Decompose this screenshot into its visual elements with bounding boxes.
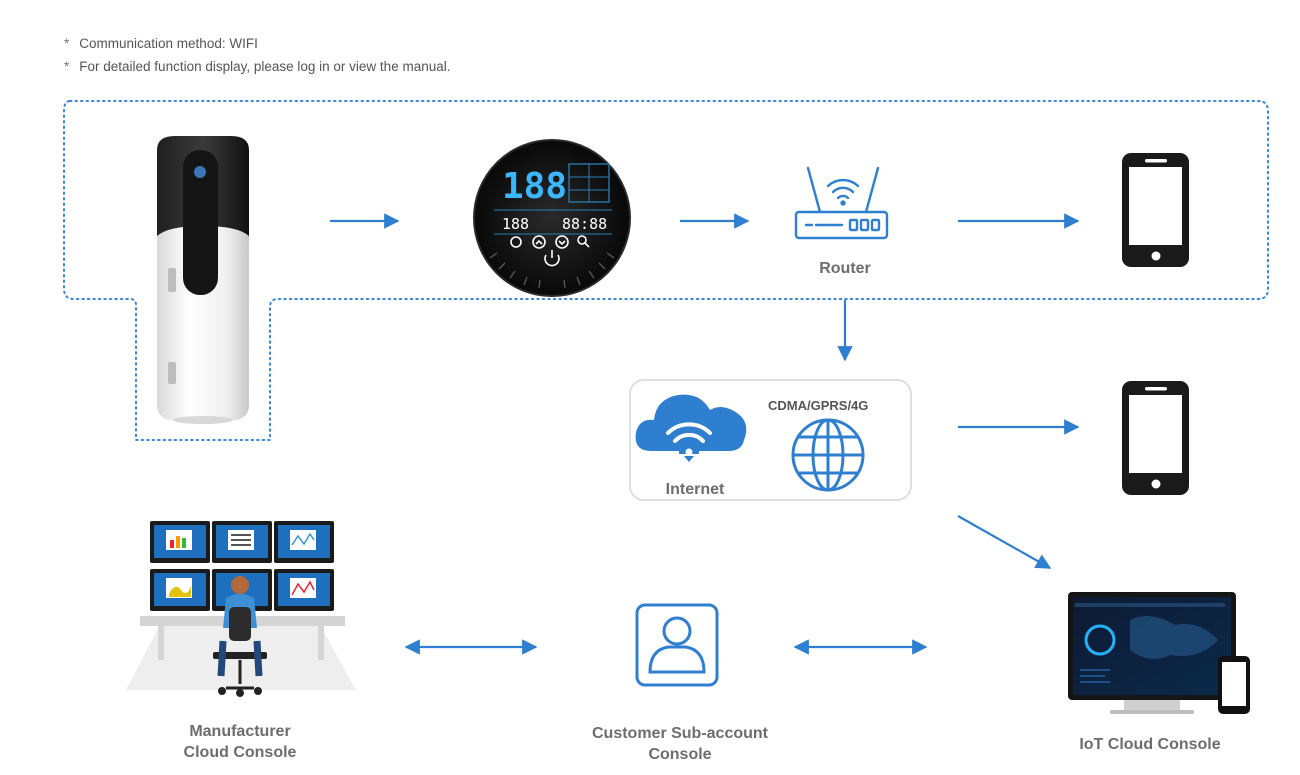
- router-icon: [794, 166, 889, 240]
- local-network-boundary: [63, 100, 1269, 441]
- arrow-internet-to-iot: [957, 515, 1052, 569]
- control-room: [126, 521, 356, 697]
- network-type-label: CDMA/GPRS/4G: [768, 398, 869, 413]
- user-account-icon: [635, 603, 719, 687]
- controller-display: 188 188 88:88: [473, 139, 631, 297]
- smartphone-icon: [1122, 153, 1189, 267]
- heat-pump-water-heater: [157, 136, 249, 424]
- iot-monitor: [1068, 592, 1250, 714]
- iot-console-label: IoT Cloud Console: [1079, 736, 1221, 753]
- cloud-wifi-icon: [635, 394, 747, 462]
- display-left-digits: 188: [502, 215, 529, 233]
- note-communication: *Communication method: WIFI: [64, 36, 258, 51]
- note-manual: *For detailed function display, please l…: [64, 59, 451, 74]
- display-main-digits: 188: [502, 166, 567, 207]
- router-label: Router: [819, 260, 871, 277]
- globe-icon: [791, 418, 865, 492]
- customer-console-label: Customer Sub-account Console: [591, 725, 768, 763]
- smartphone-icon: [1122, 381, 1189, 495]
- display-right-digits: 88:88: [562, 215, 607, 233]
- internet-label: Internet: [665, 481, 725, 498]
- manufacturer-console-label: Manufacturer Cloud Console: [183, 723, 297, 761]
